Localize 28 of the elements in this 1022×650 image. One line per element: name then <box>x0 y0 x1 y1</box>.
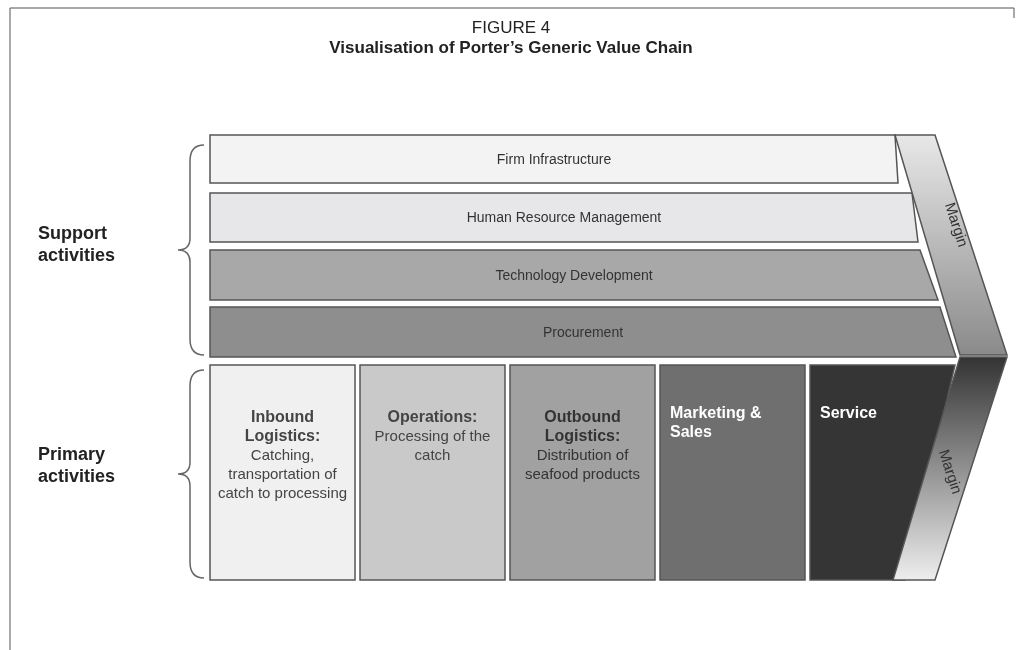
activity-box <box>360 365 505 580</box>
activity-heading: Service <box>820 403 878 422</box>
activity-label: Procurement <box>541 323 625 342</box>
activity-bar <box>210 307 956 357</box>
figure-title: Visualisation of Porter’s Generic Value Chain <box>329 38 693 58</box>
activity-box <box>210 365 355 580</box>
activity-heading: Outbound Logistics: <box>543 407 622 445</box>
margin-label: Margin <box>934 446 968 498</box>
activity-heading: Marketing & Sales <box>670 403 763 441</box>
activity-bar <box>210 135 898 183</box>
activity-label: Human Resource Management <box>465 208 663 227</box>
margin-band <box>895 135 1007 355</box>
activity-description: Distribution of seafood products <box>523 445 642 483</box>
activity-heading: Inbound Logistics: <box>243 407 322 445</box>
group-label: Support activities <box>38 222 117 266</box>
figure-number: FIGURE 4 <box>471 18 551 38</box>
margin-band <box>893 357 1007 580</box>
activity-heading: Operations: <box>386 407 479 426</box>
activity-bar <box>210 250 938 300</box>
activity-label: Technology Development <box>494 266 654 285</box>
group-label: Primary activities <box>38 443 117 487</box>
activity-description: Catching, transportation of catch to processing <box>216 445 349 502</box>
activity-label: Firm Infrastructure <box>495 150 613 169</box>
activity-description: Processing of the catch <box>373 426 492 464</box>
activity-box <box>660 365 805 580</box>
activity-bar <box>210 193 918 242</box>
activity-box <box>510 365 655 580</box>
margin-label: Margin <box>940 199 974 251</box>
